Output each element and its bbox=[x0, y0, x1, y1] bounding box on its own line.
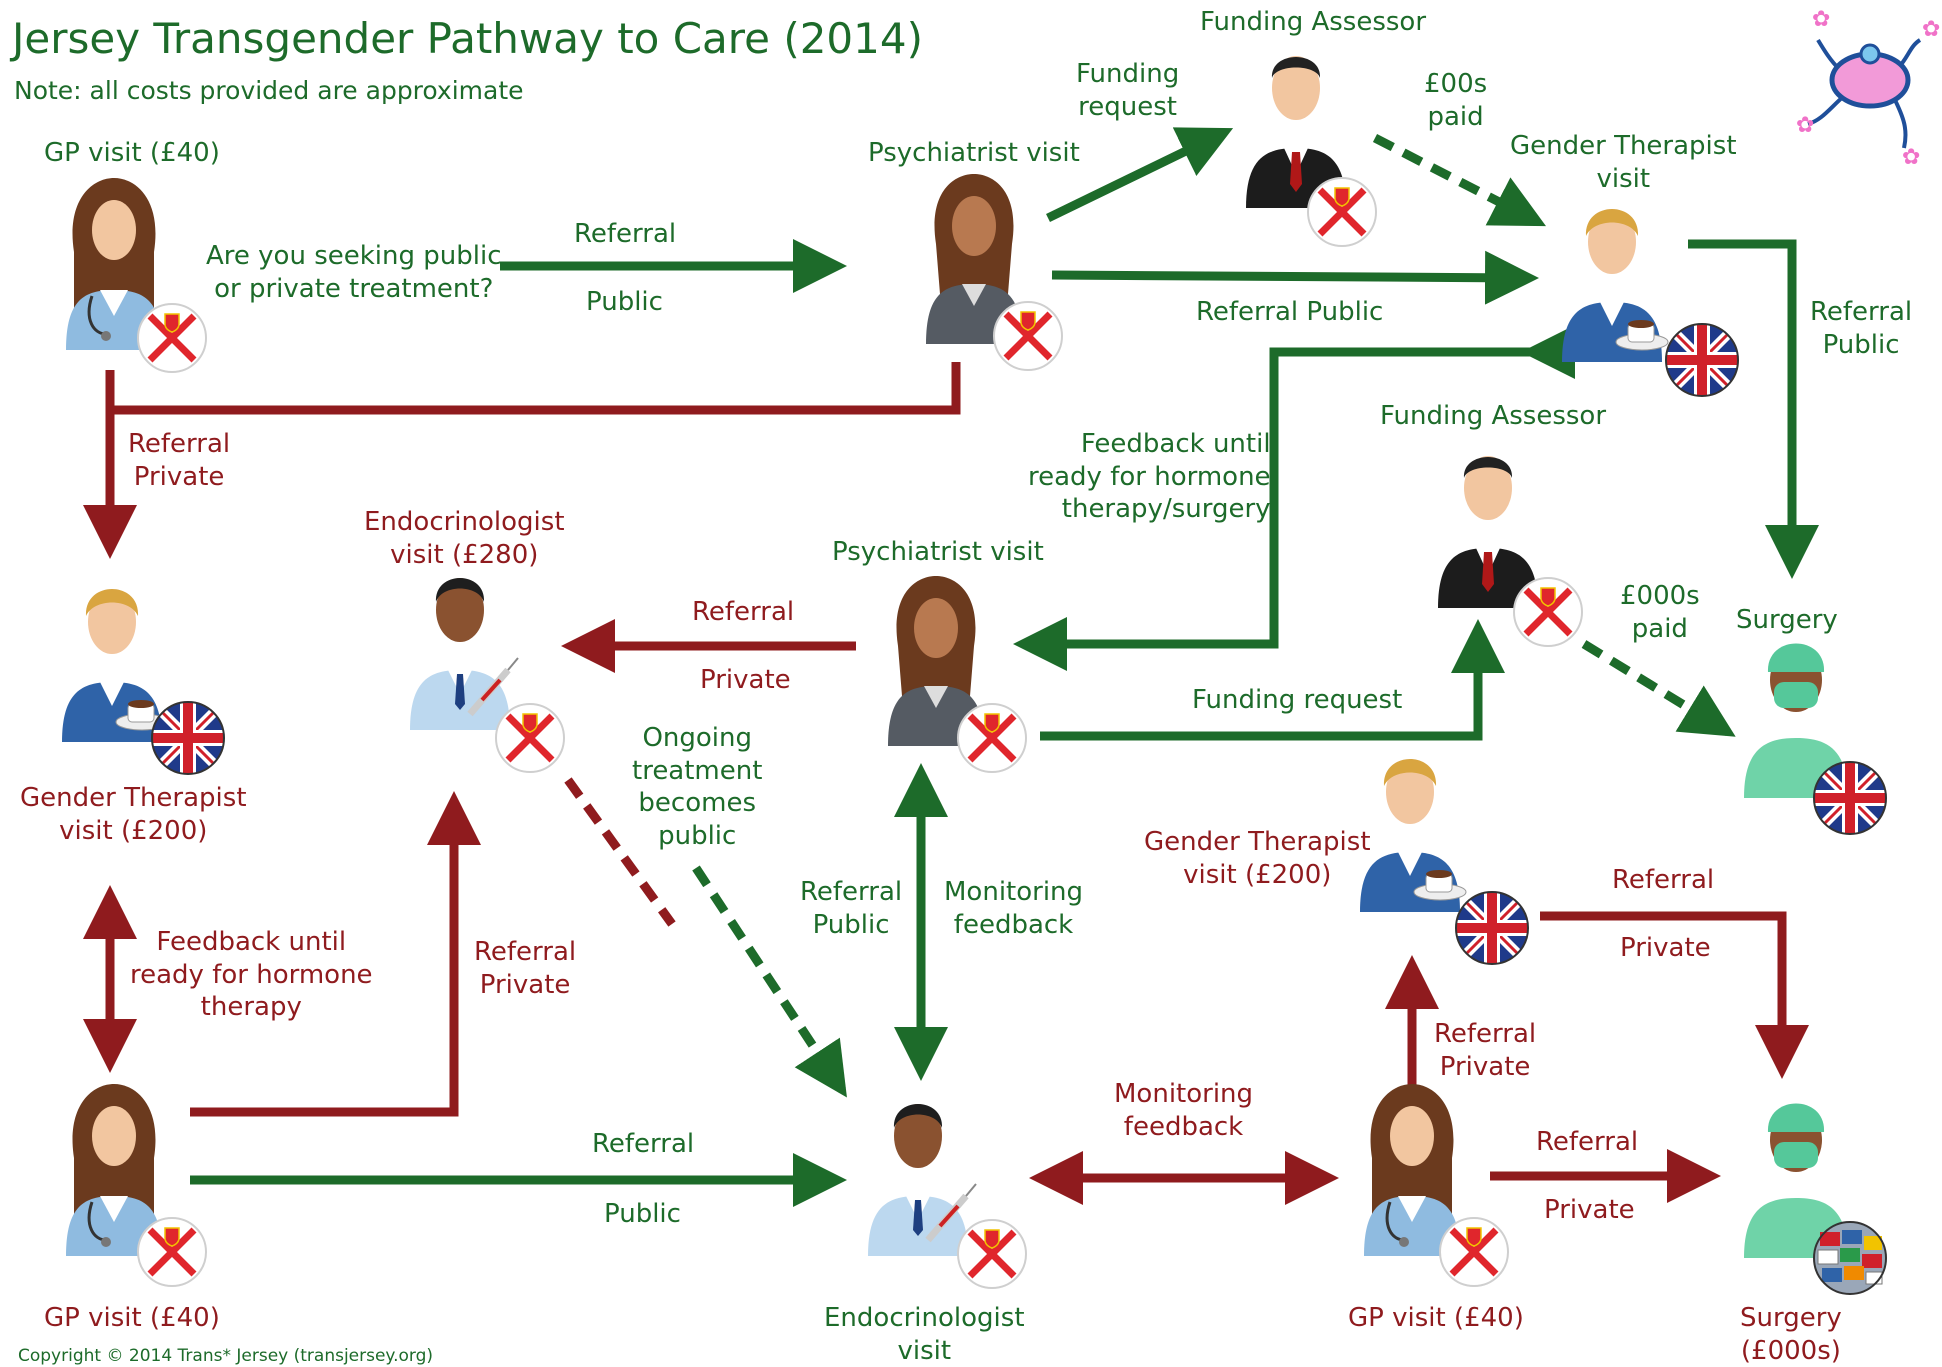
uk-flag-icon bbox=[152, 702, 224, 774]
jersey-flag-icon bbox=[496, 704, 564, 772]
edge-gp-psych-top: Referral bbox=[574, 219, 677, 249]
edge-gp-endo-public-bottom: Public bbox=[604, 1199, 681, 1229]
svg-text:✿: ✿ bbox=[1812, 7, 1830, 32]
node-gp-bottom-right bbox=[1362, 1082, 1508, 1286]
edge-psych-endo-bottom: Private bbox=[700, 665, 791, 695]
edge-funding-request-mid: Funding request bbox=[1192, 685, 1403, 715]
endocrinologist-icon bbox=[410, 578, 518, 730]
svg-text:✿: ✿ bbox=[1922, 17, 1940, 42]
arrow-gt-to-surgery-private bbox=[1540, 911, 1809, 1079]
arrows-private bbox=[83, 362, 1809, 1205]
label-funding-mid: Funding Assessor bbox=[1380, 401, 1607, 431]
edge-gp-endo-public-top: Referral bbox=[592, 1129, 695, 1159]
jersey-flag-icon bbox=[994, 302, 1062, 370]
node-surgery-bottom bbox=[1744, 1103, 1887, 1295]
node-surgery-right bbox=[1744, 643, 1886, 835]
arrows-public bbox=[190, 127, 1819, 1207]
page-title: Jersey Transgender Pathway to Care (2014… bbox=[12, 14, 923, 63]
edge-psych-gt: Referral Public bbox=[1196, 297, 1384, 327]
arrow-funding-to-surgery-paid bbox=[1581, 640, 1736, 737]
trans-jersey-logo: ✿ ✿ ✿ ✿ bbox=[1796, 7, 1940, 170]
label-funding-top: Funding Assessor bbox=[1200, 7, 1427, 37]
label-psych-mid: Psychiatrist visit bbox=[832, 537, 1044, 567]
arrow-gt-to-surgery bbox=[1688, 239, 1819, 579]
edge-gp-surgery-private-bottom: Private bbox=[1544, 1195, 1635, 1225]
node-gt-left bbox=[61, 588, 224, 774]
svg-text:✿: ✿ bbox=[1902, 145, 1920, 170]
jersey-flag-icon bbox=[1440, 1218, 1508, 1286]
label-gp-bottom-left: GP visit (£40) bbox=[44, 1303, 220, 1333]
label-surgery-right: Surgery bbox=[1736, 605, 1838, 635]
edge-gp-surgery-private-top: Referral bbox=[1536, 1127, 1639, 1157]
jersey-flag-icon bbox=[1514, 578, 1582, 646]
cost-note: Note: all costs provided are approximate bbox=[14, 76, 524, 105]
node-gt-mid bbox=[1359, 758, 1528, 964]
edge-psych-endo-top: Referral bbox=[692, 597, 795, 627]
therapist-icon bbox=[1561, 208, 1669, 363]
arrow-psych-to-funding-mid bbox=[1040, 619, 1505, 741]
arrow-psych-to-gt bbox=[1051, 250, 1539, 305]
node-funding-mid bbox=[1438, 456, 1582, 646]
therapist-icon bbox=[61, 588, 169, 743]
arrow-psych-to-funding bbox=[1046, 127, 1234, 223]
uk-flag-icon bbox=[1666, 324, 1738, 396]
world-flags-icon bbox=[1813, 1221, 1887, 1295]
endocrinologist-icon bbox=[868, 1104, 976, 1256]
arrow-ongoing-public bbox=[692, 865, 847, 1098]
node-endo-top bbox=[410, 578, 564, 772]
uk-flag-icon bbox=[1814, 762, 1886, 834]
uk-flag-icon bbox=[1456, 892, 1528, 964]
node-gp-bottom-left bbox=[64, 1082, 206, 1286]
node-endo-bottom bbox=[868, 1104, 1026, 1288]
therapist-icon bbox=[1359, 758, 1467, 913]
label-psych-top: Psychiatrist visit bbox=[868, 138, 1080, 168]
node-gp-top bbox=[64, 176, 206, 372]
jersey-flag-icon bbox=[958, 704, 1026, 772]
funding-assessor-icon bbox=[1438, 456, 1538, 608]
arrow-private-top-link bbox=[110, 362, 961, 415]
copyright-text: Copyright © 2014 Trans* Jersey (transjer… bbox=[18, 1346, 433, 1366]
edge-gt-surgery-private-top: Referral bbox=[1612, 865, 1715, 895]
jersey-flag-icon bbox=[138, 1218, 206, 1286]
jersey-flag-icon bbox=[958, 1220, 1026, 1288]
node-funding-top bbox=[1246, 56, 1376, 246]
female-doctor-icon bbox=[1362, 1082, 1462, 1258]
arrow-feedback-psych-gt bbox=[1013, 325, 1575, 671]
edge-gt-surgery-private-bottom: Private bbox=[1620, 933, 1711, 963]
arrow-gp-to-endo-private bbox=[190, 791, 481, 1117]
node-psych-mid bbox=[888, 576, 1026, 772]
jersey-flag-icon bbox=[138, 304, 206, 372]
label-gp-top: GP visit (£40) bbox=[44, 138, 220, 168]
svg-text:✿: ✿ bbox=[1796, 113, 1814, 138]
label-surgery-bottom: Surgery(£000s) bbox=[1740, 1303, 1842, 1366]
node-gt-top bbox=[1561, 208, 1738, 396]
jersey-flag-icon bbox=[1308, 178, 1376, 246]
node-psych-top bbox=[926, 174, 1062, 370]
edge-gp-psych-bottom: Public bbox=[586, 287, 663, 317]
label-gp-bottom-right: GP visit (£40) bbox=[1348, 1303, 1524, 1333]
